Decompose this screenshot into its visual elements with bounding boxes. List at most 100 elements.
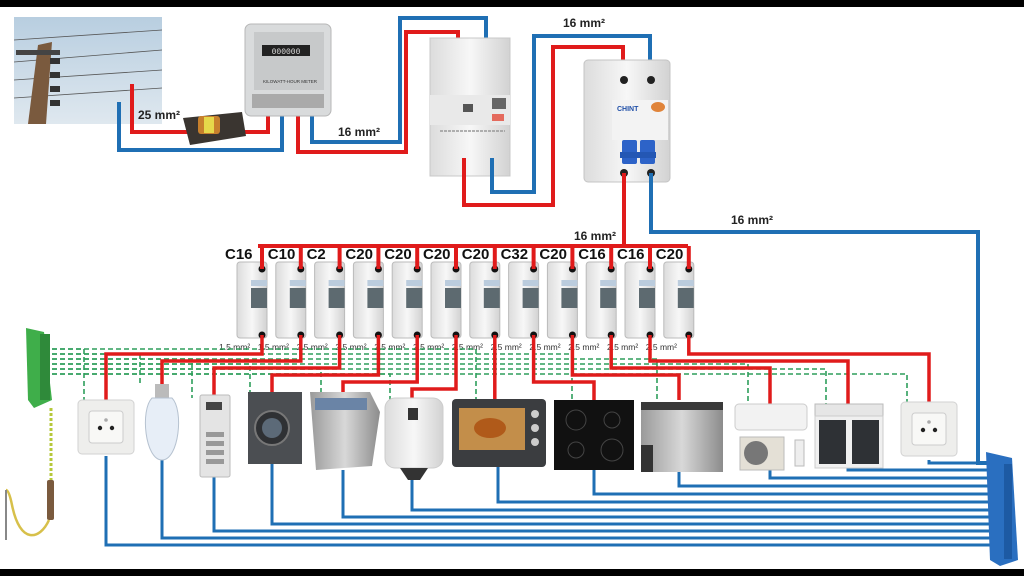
breaker-rating: C16 bbox=[617, 246, 645, 263]
breaker-rating: C32 bbox=[501, 246, 529, 263]
breaker-rating: C20 bbox=[423, 246, 451, 263]
breaker-cable-section: 1.5 mm² bbox=[219, 342, 250, 352]
breaker-cable-section: 2.5 mm² bbox=[413, 342, 444, 352]
breaker-11: C16 2.5 mm² bbox=[607, 246, 656, 352]
earth-conductor-dishwasher bbox=[52, 368, 322, 396]
breaker-toggle bbox=[328, 288, 345, 308]
breaker-3: C2 2.5 mm² bbox=[297, 246, 346, 352]
washing-machine-icon bbox=[248, 392, 302, 464]
breaker-rating: C20 bbox=[539, 246, 567, 263]
breaker-2: C10 1.5 mm² bbox=[258, 246, 307, 352]
phase-conductor-intercom bbox=[212, 335, 342, 396]
breaker-8: C32 2.5 mm² bbox=[491, 246, 540, 352]
neutral-conductor-oven bbox=[496, 464, 996, 504]
neutral-conductor-chest-freezer bbox=[677, 470, 996, 488]
breaker-cable-section: 2.5 mm² bbox=[529, 342, 560, 352]
breaker-label-plate bbox=[600, 280, 617, 286]
breaker-toggle bbox=[445, 288, 461, 308]
neutral-conductor-induction-hob bbox=[592, 470, 996, 496]
breaker-toggle bbox=[522, 288, 539, 308]
breaker-rating: C20 bbox=[462, 246, 490, 263]
dishwasher-icon bbox=[310, 392, 380, 470]
breaker-label-plate bbox=[561, 280, 578, 286]
meter-label: KILOWATT-HOUR METER bbox=[263, 79, 318, 84]
breaker-rating: C16 bbox=[578, 246, 606, 263]
breaker-cable-section: 2.5 mm² bbox=[452, 342, 483, 352]
neutral-conductors bbox=[104, 456, 996, 547]
breaker-cable-section: 1.5 mm² bbox=[258, 342, 289, 352]
phase-conductors bbox=[104, 246, 931, 404]
water-heater-icon bbox=[384, 397, 444, 480]
breaker-toggle bbox=[600, 288, 617, 308]
intercom-panel-icon bbox=[199, 394, 231, 478]
chest-freezer-icon bbox=[641, 402, 723, 472]
breaker-label-plate bbox=[289, 280, 306, 286]
breaker-cable-section: 2.5 mm² bbox=[297, 342, 328, 352]
breaker-label-plate bbox=[639, 280, 655, 286]
breaker-label-plate bbox=[251, 280, 267, 286]
breaker-cable-section: 2.5 mm² bbox=[335, 342, 366, 352]
breaker-toggle bbox=[289, 288, 306, 308]
rcd-neutral-out-label: 16 mm² bbox=[731, 213, 773, 227]
earth-conductor-chest-freezer bbox=[52, 358, 658, 402]
breaker-rating: C16 bbox=[225, 246, 253, 263]
breaker-label-plate bbox=[445, 280, 461, 286]
main-cable-label: 25 mm² bbox=[138, 108, 180, 122]
breaker-rating: C10 bbox=[268, 246, 296, 263]
diagram-canvas: 25 mm² 000000 KILOWATT-HOUR METER 16 mm²… bbox=[5, 16, 1018, 566]
rcd-cable-in-label: 16 mm² bbox=[563, 16, 605, 30]
phase-conductor-washing-machine bbox=[270, 335, 381, 392]
phase-conductor-socket bbox=[104, 335, 264, 400]
phase-conductor-roller-shutter bbox=[648, 335, 850, 404]
breaker-label-plate bbox=[483, 280, 500, 286]
breaker-5: C20 2.5 mm² bbox=[374, 246, 423, 352]
breaker-toggle bbox=[406, 288, 423, 308]
breaker-cable-section: 2.5 mm² bbox=[491, 342, 522, 352]
breaker-rating: C20 bbox=[384, 246, 412, 263]
earth-conductor-oven bbox=[52, 348, 477, 402]
phase-conductor-dishwasher bbox=[341, 335, 419, 394]
main-to-rcd-cables bbox=[462, 34, 652, 207]
rcd-brand: CHINT bbox=[617, 106, 639, 113]
earth-rod-icon bbox=[5, 408, 54, 540]
neutral-conductor-dishwasher bbox=[341, 470, 996, 519]
breaker-toggle bbox=[483, 288, 500, 308]
breaker-12: C20 2.5 mm² bbox=[646, 246, 695, 352]
supply-cables bbox=[117, 16, 488, 154]
rcd-breaker-icon: CHINT bbox=[583, 59, 671, 183]
breaker-1: C16 1.5 mm² bbox=[219, 246, 268, 352]
main-breaker-cable-label: 16 mm² bbox=[338, 125, 380, 139]
roller-shutter-window-icon bbox=[814, 403, 884, 469]
wall-socket-icon bbox=[900, 401, 958, 457]
breaker-cable-section: 2.5 mm² bbox=[646, 342, 677, 352]
breaker-6: C20 2.5 mm² bbox=[413, 246, 462, 352]
induction-hob-icon bbox=[554, 400, 634, 470]
air-conditioner-icon bbox=[734, 403, 808, 471]
electric-oven-icon bbox=[452, 399, 546, 467]
breaker-label-plate bbox=[367, 280, 384, 286]
neutral-conductor-washing-machine bbox=[270, 464, 996, 526]
neutral-conductor-socket-2 bbox=[927, 460, 996, 465]
phase-conductor-water-heater bbox=[410, 335, 458, 398]
earth-conductor-air-conditioner bbox=[52, 363, 749, 406]
earth-conductor-intercom bbox=[52, 358, 193, 398]
breaker-label-plate bbox=[677, 280, 694, 286]
phase-conductor-lamp bbox=[160, 335, 303, 384]
breaker-rating: C2 bbox=[307, 246, 326, 263]
breaker-cable-section: 2.5 mm² bbox=[607, 342, 638, 352]
breaker-toggle bbox=[677, 288, 694, 308]
breaker-rating: C20 bbox=[345, 246, 373, 263]
breaker-toggle bbox=[561, 288, 578, 308]
breaker-toggle bbox=[639, 288, 655, 308]
utility-pole-icon bbox=[13, 17, 163, 124]
wall-socket-icon bbox=[77, 399, 135, 455]
earth-conductors bbox=[52, 348, 908, 406]
breaker-rating: C20 bbox=[656, 246, 684, 263]
breaker-cable-section: 2.5 mm² bbox=[374, 342, 405, 352]
kwh-meter-icon: 000000 KILOWATT-HOUR METER bbox=[244, 23, 332, 117]
phase-conductor-air-conditioner bbox=[609, 335, 772, 404]
breaker-label-plate bbox=[522, 280, 539, 286]
rcd-phase-out-label: 16 mm² bbox=[574, 229, 616, 243]
